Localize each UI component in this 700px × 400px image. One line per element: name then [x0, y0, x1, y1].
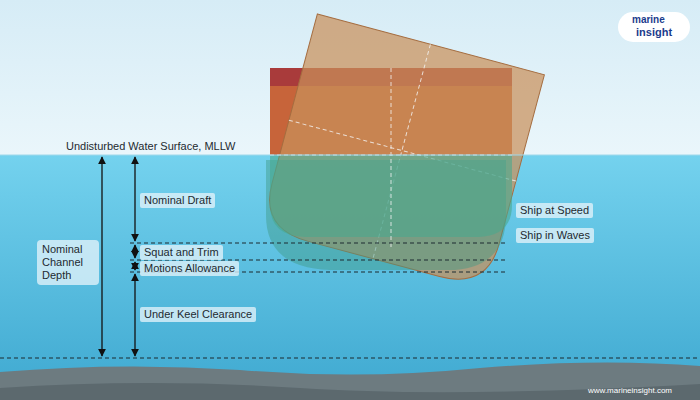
ship-state-label: Ship in Waves: [516, 228, 594, 243]
dimension-label: Nominal Draft: [140, 193, 215, 208]
dimension-label: Nominal Channel Depth: [37, 240, 99, 285]
dimension-label: Squat and Trim: [140, 245, 223, 260]
dimension-label: Under Keel Clearance: [140, 307, 256, 322]
ship-state-label: Ship at Speed: [516, 203, 593, 218]
surface-label: Undisturbed Water Surface, MLLW: [66, 140, 235, 153]
dimension-label: Motions Allowance: [140, 261, 239, 276]
url-text: www.marineinsight.com: [588, 386, 672, 396]
logo-text: insight: [636, 26, 672, 39]
logo-text: marine: [632, 14, 665, 26]
